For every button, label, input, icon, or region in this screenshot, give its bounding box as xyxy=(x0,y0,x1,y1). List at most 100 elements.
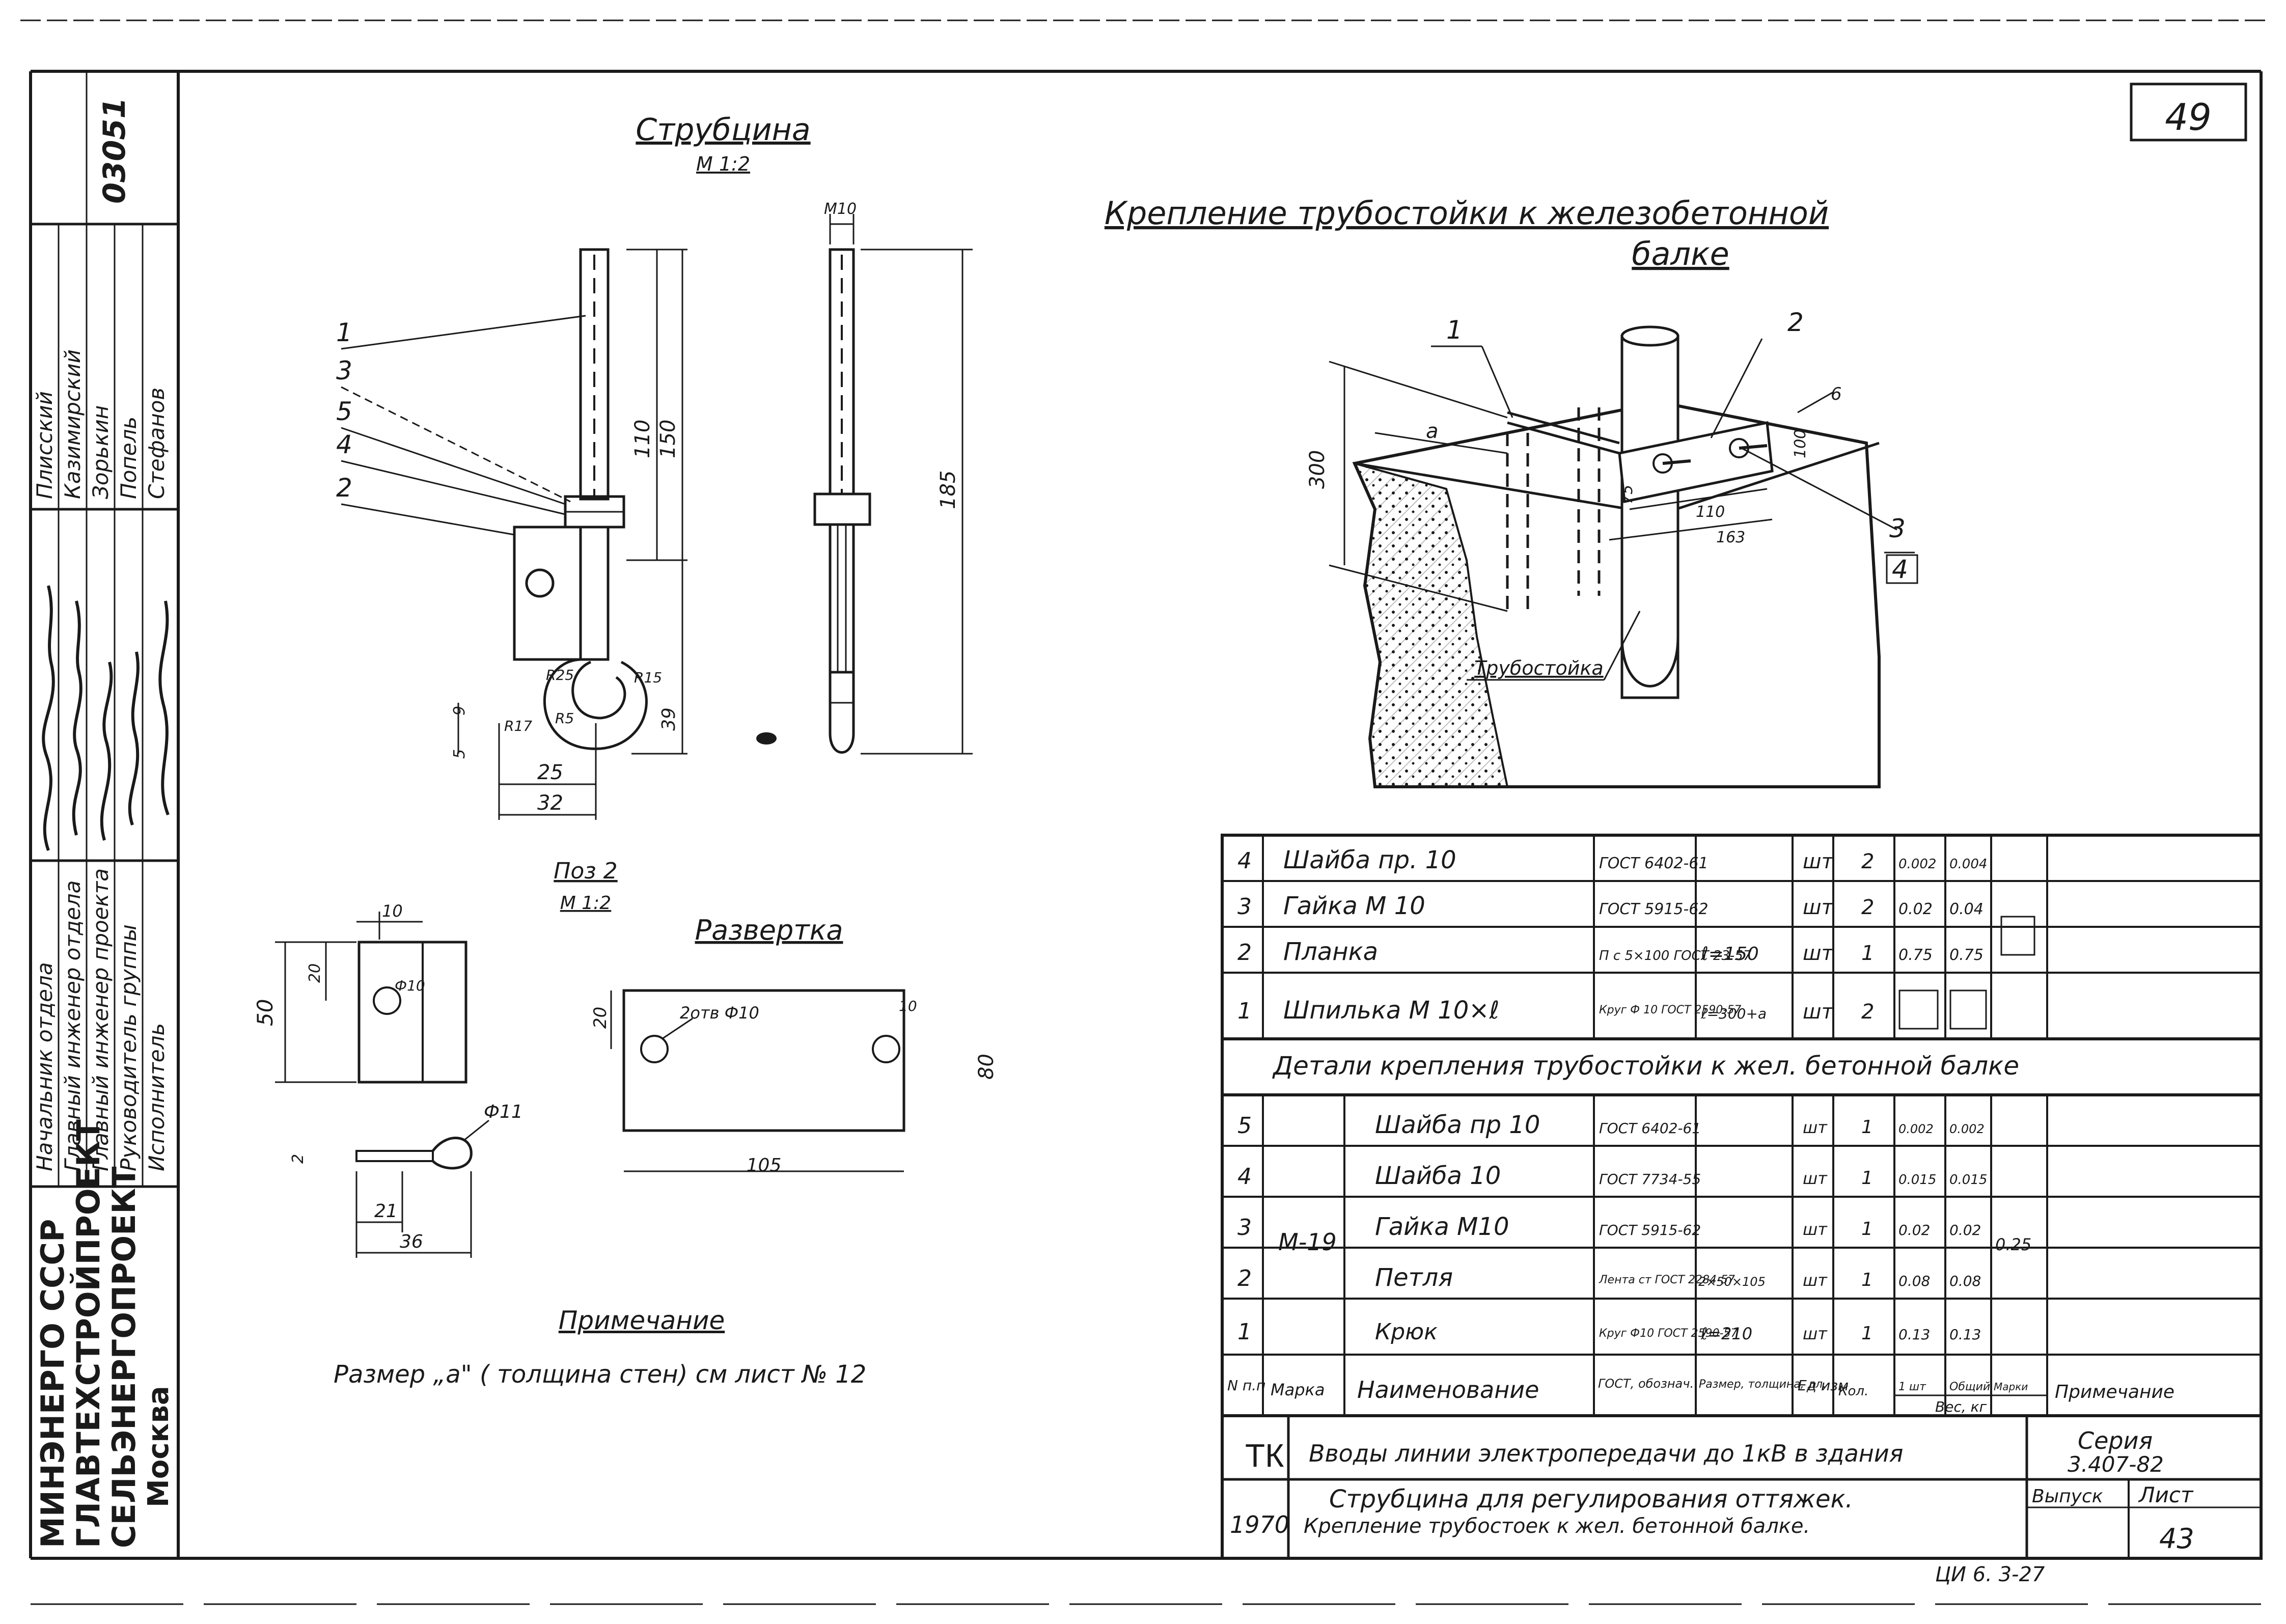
svg-text:0.75: 0.75 xyxy=(1898,946,1933,964)
pos2-w10: 10 xyxy=(382,901,403,921)
svg-text:0.015: 0.015 xyxy=(1898,1172,1936,1188)
mount-d110: 110 xyxy=(1696,503,1725,521)
svg-text:1: 1 xyxy=(1861,1270,1873,1290)
callout-3: 3 xyxy=(336,356,352,386)
upper-row-0: 4 Шайба пр. 10 ГОСТ 6402-61 шт 2 0.002 0… xyxy=(1237,846,1987,874)
org-1: ГЛАВТЕХСТРОЙПРОЕКТ xyxy=(70,1119,107,1548)
dim-110: 110 xyxy=(631,420,654,458)
dim-185: 185 xyxy=(937,471,960,509)
mount-callout-3: 3 xyxy=(1889,514,1906,543)
svg-text:ГОСТ 6402-61: ГОСТ 6402-61 xyxy=(1599,855,1708,872)
title-org: ТК xyxy=(1245,1437,1284,1474)
mount-drawing: Крепление трубостойки к железобетонной б… xyxy=(1105,195,1918,788)
svg-text:0.04: 0.04 xyxy=(1949,900,1984,918)
svg-text:шт: шт xyxy=(1803,1169,1828,1188)
svg-text:Шпилька М 10×ℓ: Шпилька М 10×ℓ xyxy=(1283,996,1499,1025)
mark-total: 0.25 xyxy=(1995,1235,2031,1254)
name-4: Стефанов xyxy=(144,388,169,499)
mount-d163: 163 xyxy=(1716,529,1745,546)
org-lines: МИНЭНЕРГО СССР ГЛАВТЕХСТРОЙПРОЕКТ СЕЛЬЭН… xyxy=(34,1119,175,1548)
svg-text:0.75: 0.75 xyxy=(1949,946,1984,964)
dim-150: 150 xyxy=(656,420,680,458)
svg-text:Шайба пр. 10: Шайба пр. 10 xyxy=(1283,846,1456,874)
svg-text:Марка: Марка xyxy=(1271,1380,1325,1399)
mount-a: а xyxy=(1426,420,1439,443)
pos2-hole: Ф10 xyxy=(395,977,425,994)
svg-text:0.08: 0.08 xyxy=(1898,1273,1930,1289)
name-1: Казимирский xyxy=(60,349,85,499)
dim-r25: R25 xyxy=(546,667,574,683)
callout-4: 4 xyxy=(336,430,352,459)
svg-text:Кол.: Кол. xyxy=(1838,1384,1868,1399)
upper-row-1: 3 Гайка М 10 ГОСТ 5915-62 шт 2 0.02 0.04 xyxy=(1237,892,1984,920)
svg-text:1: 1 xyxy=(1861,1323,1873,1344)
mount-d100: 100 xyxy=(1792,429,1809,458)
sheet-value: 43 xyxy=(2159,1523,2194,1555)
unfold-d10: 10 xyxy=(899,998,917,1014)
series-value: 3.407-82 xyxy=(2068,1452,2164,1477)
name-0: Плисский xyxy=(32,391,57,499)
sheet-label: Лист xyxy=(2138,1482,2194,1507)
svg-text:1: 1 xyxy=(1237,1319,1252,1345)
svg-text:ГОСТ 5915-62: ГОСТ 5915-62 xyxy=(1599,1222,1701,1238)
svg-text:ГОСТ, обознач.: ГОСТ, обознач. xyxy=(1598,1377,1694,1391)
svg-text:2: 2 xyxy=(1861,1000,1874,1024)
name-3: Попель xyxy=(116,417,141,499)
svg-text:шт: шт xyxy=(1803,1000,1834,1024)
svg-text:Крюк: Крюк xyxy=(1375,1319,1438,1345)
svg-text:Шайба пр 10: Шайба пр 10 xyxy=(1375,1111,1540,1139)
svg-text:Круг Ф 10 ГОСТ 2590-57: Круг Ф 10 ГОСТ 2590-57 xyxy=(1599,1004,1741,1016)
svg-text:шт: шт xyxy=(1803,850,1834,873)
svg-text:Гайка М 10: Гайка М 10 xyxy=(1283,892,1425,920)
svg-text:0.002: 0.002 xyxy=(1898,857,1936,872)
mount-title-2: балке xyxy=(1632,235,1729,272)
pos2-h20: 20 xyxy=(306,964,324,983)
title-block: ТК 1970 Вводы линии электропередачи до 1… xyxy=(1222,1416,2261,1558)
title-line-3: Крепление трубостоек к жел. бетонной бал… xyxy=(1304,1515,1810,1538)
svg-text:ℓ=150: ℓ=150 xyxy=(1700,944,1759,965)
svg-text:шт: шт xyxy=(1803,1220,1828,1239)
svg-text:Планка: Планка xyxy=(1283,938,1378,966)
left-stamp: 03051 Начальник отдела Главный инженер о… xyxy=(31,71,178,1548)
mount-d75: 75 xyxy=(1618,485,1636,504)
svg-text:1: 1 xyxy=(1861,942,1874,965)
series-label: Серия xyxy=(2078,1427,2153,1454)
loop-w36: 36 xyxy=(400,1231,423,1252)
clamp-side-view xyxy=(813,248,871,754)
mount-h300: 300 xyxy=(1306,450,1329,489)
unfold-h20: 20 xyxy=(590,1007,611,1029)
loop-d11: Ф11 xyxy=(484,1102,523,1122)
loop-drawing: Ф11 2 21 36 xyxy=(289,1102,523,1258)
lower-row-3: 2 Петля Лента ст ГОСТ 2284-57 2×50×105 ш… xyxy=(1237,1263,1981,1292)
dim-25: 25 xyxy=(537,761,563,784)
mark-value: М-19 xyxy=(1278,1228,1337,1256)
svg-text:ГОСТ 7734-55: ГОСТ 7734-55 xyxy=(1599,1171,1701,1188)
issue-label: Выпуск xyxy=(2032,1486,2103,1507)
dim-5: 5 xyxy=(451,749,469,759)
stamp-number: 03051 xyxy=(97,97,132,204)
svg-text:ГОСТ 6402-61: ГОСТ 6402-61 xyxy=(1599,1120,1701,1137)
role-2: Главный инженер проекта xyxy=(88,868,113,1171)
svg-text:1: 1 xyxy=(1861,1219,1873,1240)
mount-callout-4: 4 xyxy=(1892,555,1908,584)
lower-row-4: 1 Крюк Круг Ф10 ГОСТ 2590-57 ℓ=210 шт 1 … xyxy=(1237,1319,1981,1345)
dim-r15: R15 xyxy=(634,669,662,686)
svg-text:ℓ=210: ℓ=210 xyxy=(1700,1324,1752,1343)
stamp-roles: Начальник отдела Главный инженер отдела … xyxy=(32,868,169,1171)
svg-text:0.015: 0.015 xyxy=(1949,1172,1987,1188)
name-2: Зорькин xyxy=(88,405,113,499)
pos2-h50: 50 xyxy=(253,999,278,1026)
svg-text:2: 2 xyxy=(1237,940,1252,966)
dim-m10: М10 xyxy=(824,200,857,218)
svg-text:ГОСТ 5915-62: ГОСТ 5915-62 xyxy=(1599,900,1708,918)
svg-text:5: 5 xyxy=(1237,1113,1252,1139)
org-0: МИНЭНЕРГО СССР xyxy=(34,1219,71,1548)
loop-t2: 2 xyxy=(289,1154,307,1164)
svg-text:2: 2 xyxy=(1861,850,1874,873)
dim-r5: R5 xyxy=(555,710,574,727)
clamp-dims xyxy=(457,249,687,820)
lower-row-2: 3 Гайка М10 ГОСТ 5915-62 шт 1 0.02 0.02 xyxy=(1237,1213,1981,1241)
role-4: Исполнитель xyxy=(144,1023,169,1171)
org-3: Москва xyxy=(142,1386,175,1507)
upper-row-2: 2 Планка П с 5×100 ГОСТ 23-57 ℓ=150 шт 1… xyxy=(1237,938,1984,966)
